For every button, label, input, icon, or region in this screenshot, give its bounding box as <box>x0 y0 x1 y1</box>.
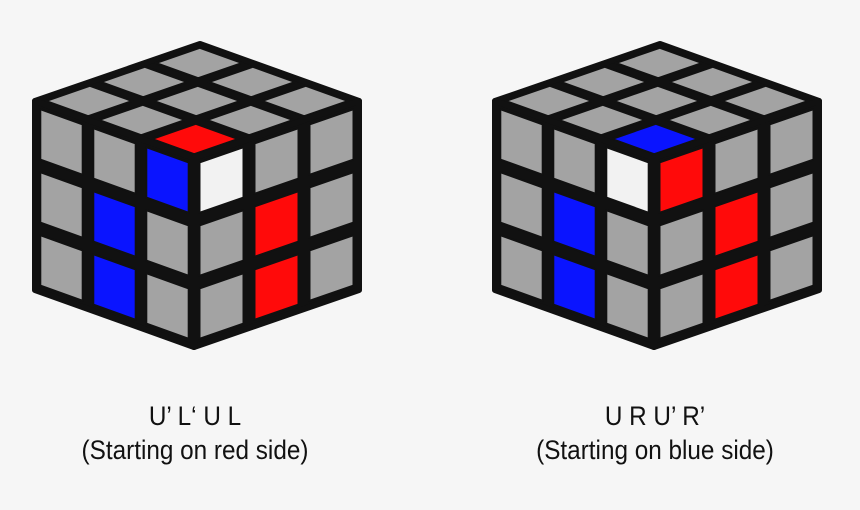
sticker <box>720 84 810 118</box>
sticker <box>614 46 704 80</box>
sticker <box>152 84 242 118</box>
sticker <box>713 190 760 258</box>
sticker <box>768 171 815 239</box>
sticker <box>198 146 245 214</box>
sticker <box>205 103 295 137</box>
sticker <box>253 253 300 321</box>
caption-blue-side: U R U’ R’ (Starting on blue side) <box>462 400 849 468</box>
sticker <box>154 46 244 80</box>
algorithm-label: U’ L‘ U L <box>148 401 242 431</box>
sticker <box>150 122 240 156</box>
sticker <box>92 127 137 195</box>
sticker <box>605 146 650 214</box>
sticker <box>559 65 649 99</box>
sticker <box>605 272 650 340</box>
sticker <box>665 103 755 137</box>
sticker <box>713 127 760 195</box>
sticker <box>768 108 815 176</box>
sticker <box>92 190 137 258</box>
sticker <box>308 234 355 302</box>
cube-diagrams <box>32 41 822 350</box>
sticker <box>499 171 544 239</box>
sticker <box>253 190 300 258</box>
sticker <box>99 65 189 99</box>
cube-red-side <box>32 41 362 350</box>
sticker <box>39 171 84 239</box>
sticker <box>145 146 190 214</box>
note-label: (Starting on red side) <box>81 434 309 465</box>
cube-blue-side <box>492 41 822 350</box>
sticker <box>145 209 190 277</box>
sticker <box>552 253 597 321</box>
sticker <box>92 253 137 321</box>
caption-red-side: U’ L‘ U L (Starting on red side) <box>2 400 389 468</box>
sticker <box>713 253 760 321</box>
algorithm-label: U R U’ R’ <box>604 401 706 431</box>
sticker <box>145 272 190 340</box>
sticker <box>605 209 650 277</box>
sticker <box>39 234 84 302</box>
sticker <box>253 127 300 195</box>
sticker <box>552 190 597 258</box>
sticker <box>612 84 702 118</box>
note-label: (Starting on blue side) <box>536 434 774 465</box>
sticker <box>552 127 597 195</box>
sticker <box>97 103 187 137</box>
sticker <box>658 146 705 214</box>
sticker <box>260 84 350 118</box>
sticker <box>198 209 245 277</box>
sticker <box>44 84 134 118</box>
sticker <box>658 209 705 277</box>
sticker <box>768 234 815 302</box>
sticker <box>667 65 757 99</box>
sticker <box>308 171 355 239</box>
sticker <box>504 84 594 118</box>
sticker <box>499 108 544 176</box>
sticker <box>207 65 297 99</box>
sticker <box>39 108 84 176</box>
sticker <box>499 234 544 302</box>
sticker <box>610 122 700 156</box>
sticker <box>198 272 245 340</box>
sticker <box>308 108 355 176</box>
sticker <box>557 103 647 137</box>
sticker <box>658 272 705 340</box>
